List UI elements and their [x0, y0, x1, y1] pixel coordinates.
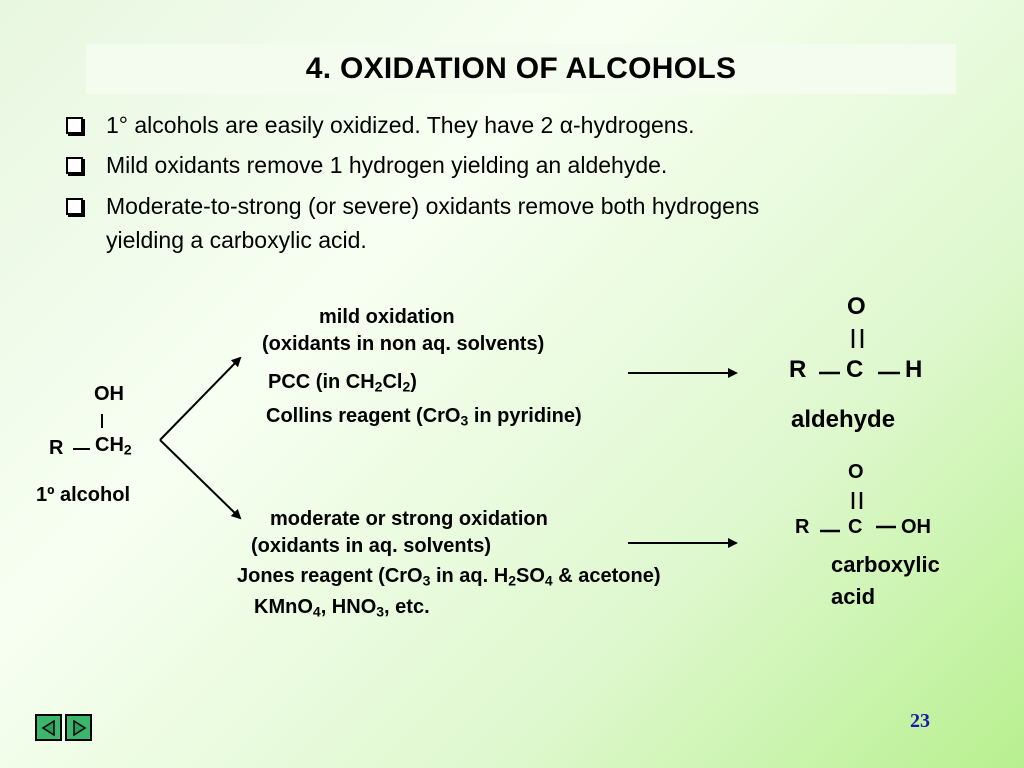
strong-solvent: (oxidants in aq. solvents)	[251, 535, 492, 557]
mild-solvent: (oxidants in non aq. solvents)	[262, 333, 545, 355]
checkbox-bullet-icon	[66, 198, 83, 215]
branch-arrow-down	[159, 439, 242, 520]
pcc-reagent: PCC (in CH2Cl2)	[268, 371, 417, 395]
acid-label-line1: carboxylic	[831, 552, 940, 577]
acid-c: C	[848, 516, 863, 538]
kmno4-reagent: KMnO4, HNO3, etc.	[254, 596, 430, 620]
branch-arrow-up	[159, 356, 242, 441]
triangle-right-icon	[72, 719, 86, 736]
jones-reagent: Jones reagent (CrO3 in aq. H2SO4 & aceto…	[237, 565, 661, 589]
acid-o: O	[848, 461, 864, 483]
bullet-text: 1° alcohols are easily oxidized. They ha…	[106, 112, 695, 138]
mild-heading: mild oxidation	[319, 306, 455, 328]
aldehyde-c: C	[846, 356, 864, 383]
reactant-ch2: CH2	[95, 434, 132, 458]
checkbox-bullet-icon	[66, 157, 83, 174]
next-slide-button[interactable]	[65, 714, 92, 741]
strong-heading: moderate or strong oxidation	[270, 508, 548, 530]
page-number: 23	[910, 710, 930, 732]
aldehyde-o: O	[847, 293, 866, 320]
bullet-text: yielding a carboxylic acid.	[106, 227, 367, 253]
bullet-text: Mild oxidants remove 1 hydrogen yielding…	[106, 152, 668, 178]
acid-oh: OH	[901, 516, 931, 538]
page-title: 4. OXIDATION OF ALCOHOLS	[305, 52, 737, 85]
acid-label-line2: acid	[831, 584, 876, 609]
aldehyde-h: H	[905, 356, 923, 383]
aldehyde-label: aldehyde	[791, 406, 896, 433]
triangle-left-icon	[41, 719, 55, 736]
slide-navigation	[35, 714, 95, 741]
acid-r: R	[795, 516, 810, 538]
aldehyde-r: R	[789, 356, 807, 383]
reactant-label: 1º alcohol	[36, 484, 130, 506]
collins-reagent: Collins reagent (CrO3 in pyridine)	[266, 405, 582, 429]
title-banner: 4. OXIDATION OF ALCOHOLS	[86, 44, 956, 94]
prev-slide-button[interactable]	[35, 714, 62, 741]
checkbox-bullet-icon	[66, 117, 83, 134]
reactant-oh: OH	[94, 383, 124, 405]
reactant-r: R	[49, 437, 64, 459]
bullet-text: Moderate-to-strong (or severe) oxidants …	[106, 193, 760, 219]
